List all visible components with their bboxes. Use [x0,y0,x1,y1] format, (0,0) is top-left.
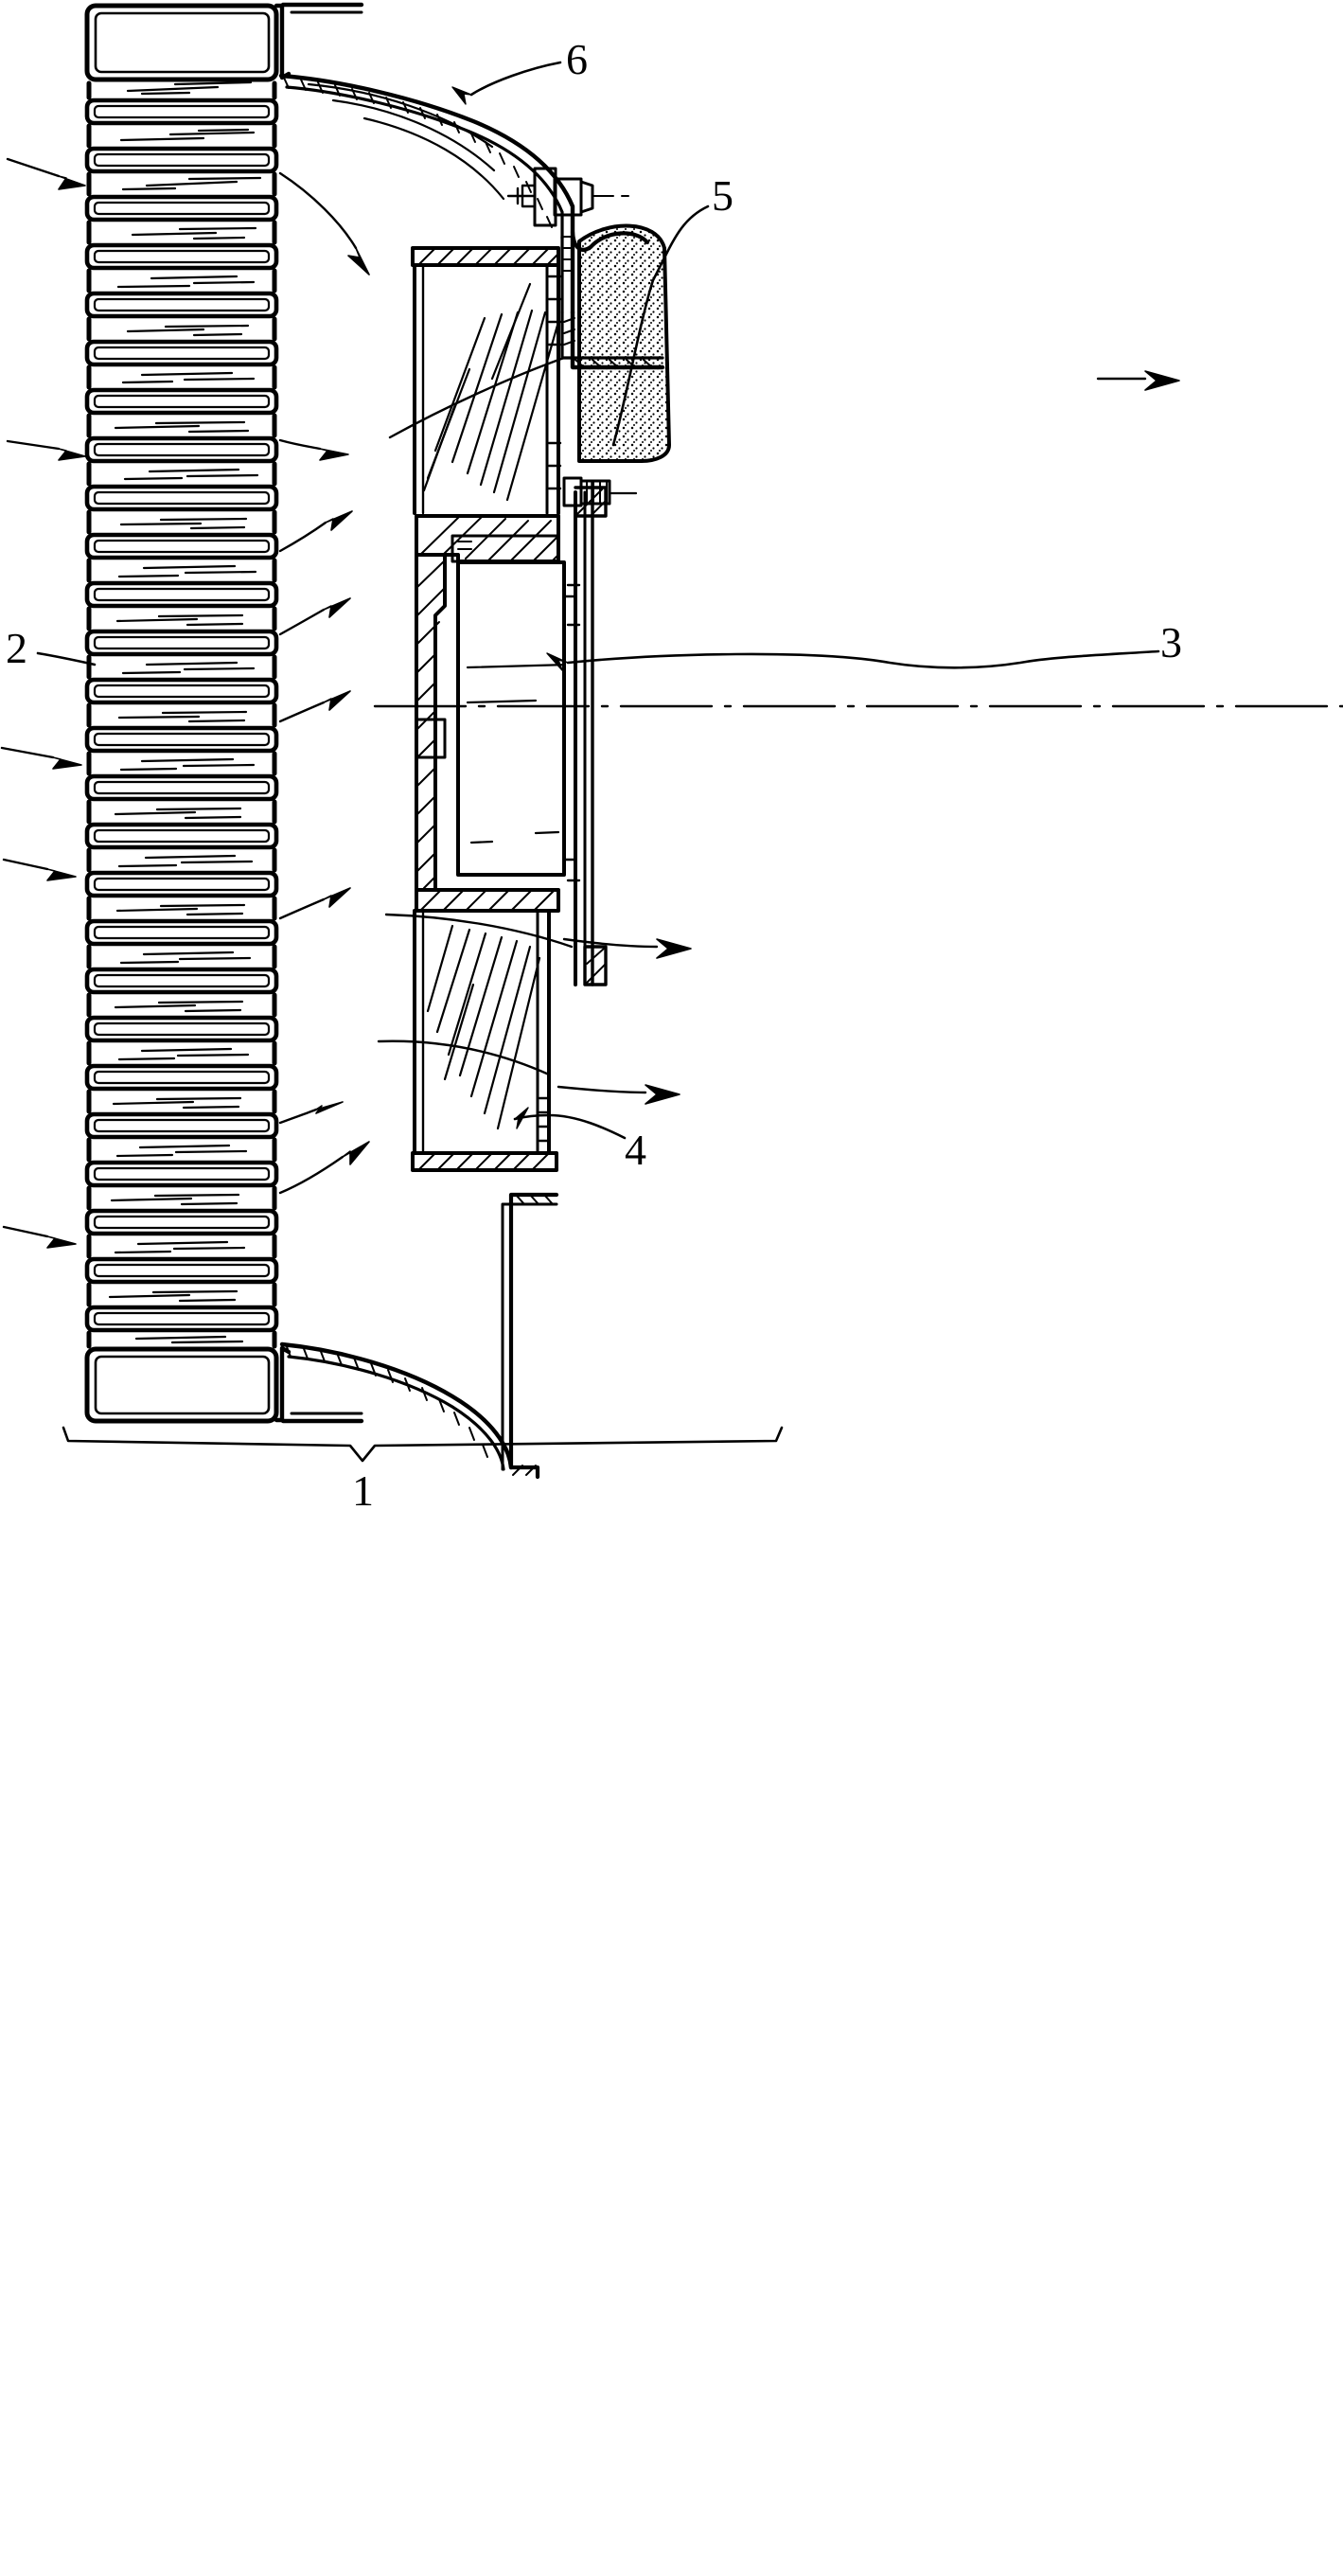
reference-numerals-layer: 6 5 2 3 4 1 [6,35,1182,1515]
airflow-arrow-inlet [2,1225,77,1249]
airflow-arrow-outlet [562,937,692,959]
bottom-end-tank [84,1346,279,1424]
ref-numeral-6: 6 [566,35,588,83]
ref-numeral-5: 5 [712,171,733,220]
fin-tube-row [84,98,279,1333]
upper-curved-shroud-duct [274,2,575,315]
airflow-arrows [0,157,1180,1249]
airflow-arrow-inlet [2,858,77,881]
shroud-flow-lines-upper [307,82,505,201]
reference-leader-lines [36,61,1160,1140]
leader-ref-2 [36,651,97,666]
airflow-arrow-outlet [278,597,351,636]
top-end-tank [84,3,279,82]
ref-numeral-4: 4 [625,1126,646,1174]
bolt-lower [562,476,638,507]
airflow-arrow-outlet [278,171,370,275]
fin-gap-texture [108,80,262,1344]
airflow-arrow-inlet [6,157,86,190]
ref-numeral-3: 3 [1160,618,1182,666]
shroud-wall-hatch-lower [285,1343,488,1458]
leader-ref-6 [469,61,562,97]
airflow-arrow-outlet [278,887,351,920]
fan-blade-lower [377,909,574,1172]
leader-ref-5 [611,204,710,447]
right-support-strap [566,481,608,986]
leader-ref-4 [513,1113,627,1140]
airflow-arrow-outlet [278,438,349,461]
airflow-arrow-outlet [278,1141,370,1195]
airflow-arrow-outlet [278,510,353,553]
ref-numeral-1: 1 [352,1466,374,1515]
airflow-arrow-outlet [557,1084,680,1105]
overall-assembly-bracket [62,1426,784,1463]
bolt-upper [506,167,629,227]
airflow-arrow-outlet [278,690,351,723]
heat-exchanger-fin-tube-core [84,3,279,1424]
motor-mount-bracket [415,514,560,913]
airflow-arrow-outlet [1096,370,1180,391]
airflow-arrow-inlet [0,746,82,770]
ref-numeral-2: 2 [6,624,27,672]
leader-ref-3b [566,649,1160,669]
fan-blade-upper [388,246,566,515]
airflow-arrow-outlet [278,1101,344,1125]
shroud-wall-hatch-return [563,317,653,368]
lower-curved-shroud-duct [274,1192,559,1480]
fan-motor-body [456,560,577,877]
airflow-arrow-inlet [6,439,86,461]
stippled-foam-seal [570,223,671,463]
